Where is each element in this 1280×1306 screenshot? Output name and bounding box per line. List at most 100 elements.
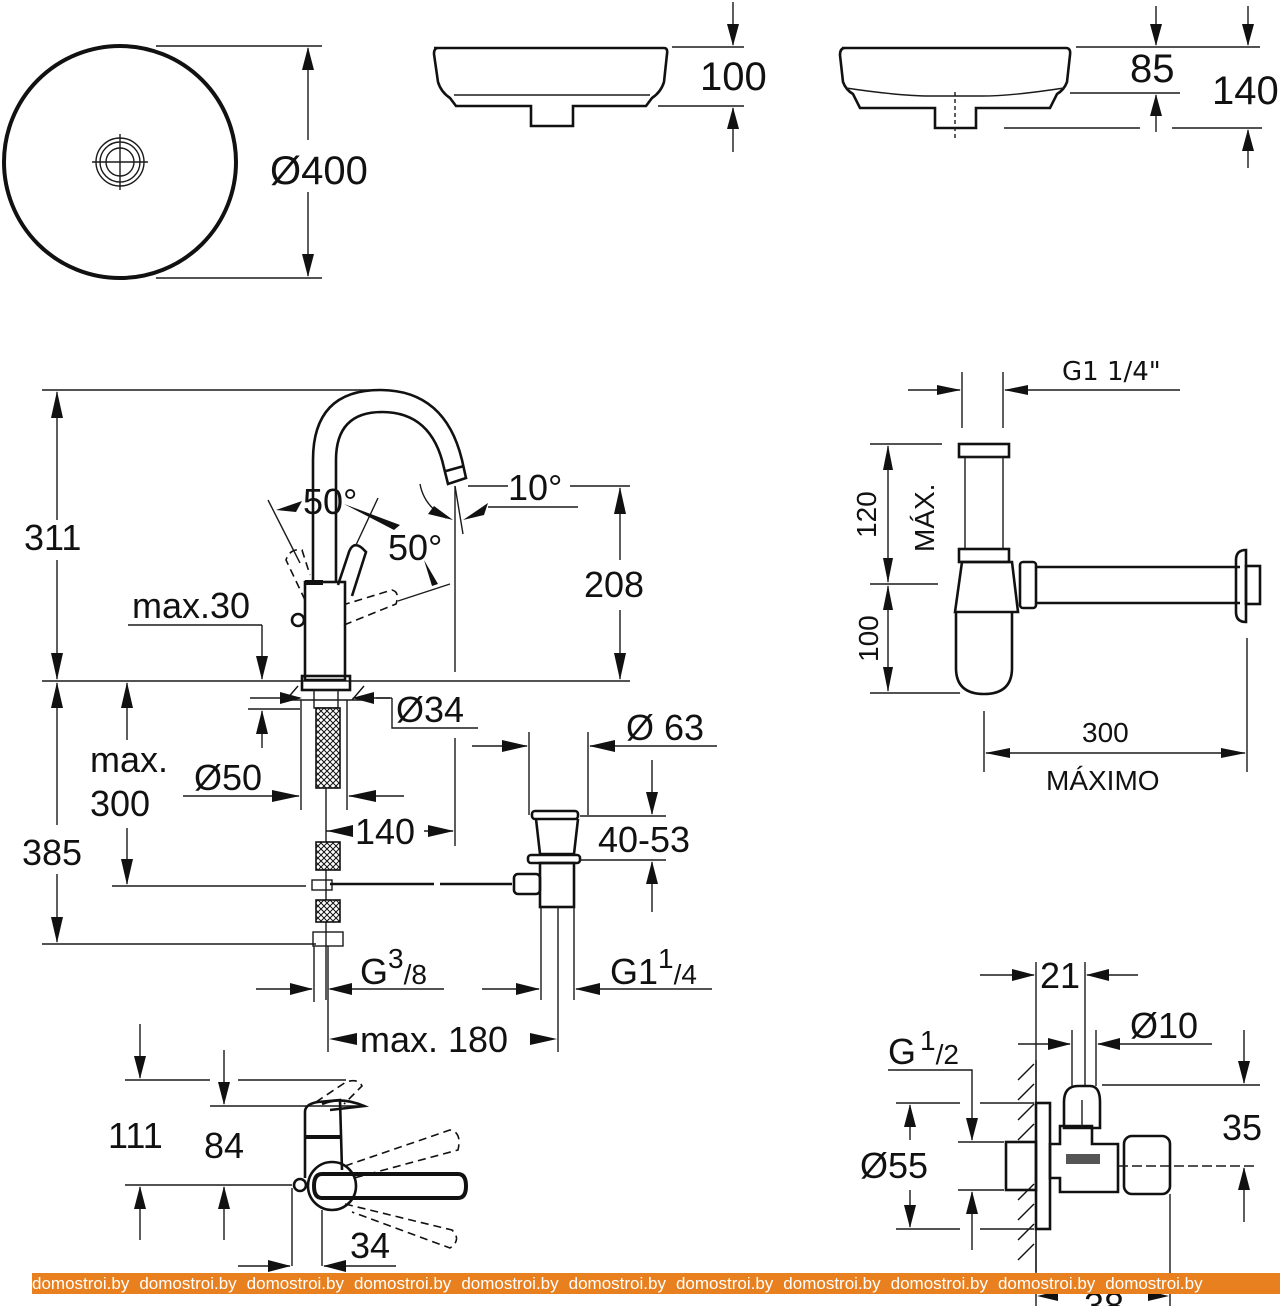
siphon-riser: [964, 456, 1004, 550]
lever-arm: [311, 1172, 469, 1200]
arrow-up-icon: [883, 585, 893, 610]
lever-offset-label: 34: [350, 1225, 390, 1266]
arrow-left-icon: [323, 1260, 346, 1272]
lever-top: [321, 1099, 370, 1112]
wall-hatch: [1017, 1063, 1035, 1261]
basin-side-view-1: 100: [432, 2, 767, 152]
lever-height-label-2: 84: [204, 1125, 244, 1166]
arrow-up-icon: [883, 445, 893, 470]
wall-rosette: [1034, 1101, 1052, 1231]
lever-raised-position: [315, 1079, 363, 1105]
basin-total-height-label: 140: [1212, 69, 1279, 113]
drain-symbol-icon: [92, 134, 148, 190]
wall-flange-plate: [1244, 564, 1262, 606]
spout-tilt-line: [454, 485, 464, 535]
siphon-lower-height-label: 100: [853, 615, 884, 662]
outlet-nut: [1122, 1134, 1172, 1196]
lever-height-label-1: 111: [108, 1115, 163, 1156]
arrow-down-icon: [883, 558, 893, 583]
drain-diameter-label: Ø 63: [626, 707, 704, 748]
angle-line: [355, 497, 379, 546]
connection-left-sub: /8: [404, 959, 427, 990]
arrow-right-icon: [280, 692, 302, 704]
supply-hose-upper: [315, 707, 341, 789]
basin-side-outline: [432, 46, 669, 128]
arrow-right-icon: [530, 1033, 557, 1045]
drain-body: [534, 818, 580, 856]
rod-coupling: [512, 872, 542, 896]
arrow-down-icon: [1150, 24, 1162, 46]
watermark-text: domostroi.by: [783, 1274, 881, 1293]
drain-cap: [530, 809, 580, 821]
arrow-up-icon: [966, 1191, 978, 1214]
base-diameter-label: Ø50: [194, 757, 262, 798]
watermark-banner: domostroi.by domostroi.by domostroi.by domo…: [32, 1273, 1280, 1294]
pivot-knob: [292, 1177, 308, 1193]
faucet-height-label: 311: [24, 517, 81, 558]
arrow-right-icon: [290, 983, 313, 995]
siphon-upper-height-label: 120: [851, 491, 882, 538]
arrow-up-icon: [1150, 94, 1162, 116]
lever-position-left: [285, 548, 311, 601]
drain-offset-label: 140: [355, 811, 415, 852]
basin-side-view-2: 85 140: [838, 6, 1279, 168]
lever-angle-left-label: 50°: [303, 481, 357, 522]
spout-outline: [311, 388, 468, 582]
arrow-down-icon: [646, 792, 658, 815]
body-top-band: [305, 580, 323, 585]
arrow-icon: [344, 504, 400, 530]
arrow-up-icon: [256, 710, 268, 734]
basin-outline: [2, 44, 238, 280]
siphon-view: G1 1/4" 120 MÁX. 100 300 MÁXIMO: [851, 357, 1262, 796]
siphon-mid-nut: [957, 547, 1011, 564]
arrow-down-icon: [51, 653, 63, 680]
mounting-flange: [300, 674, 352, 692]
spout-angle-label: 10°: [508, 467, 562, 508]
faucet-side-view: 311 50° 50° 10°: [22, 388, 717, 1060]
arrow-left-icon: [1004, 385, 1028, 395]
lever-position-right: [343, 589, 399, 626]
arrow-left-icon: [1086, 969, 1109, 981]
hose-nut: [312, 931, 344, 947]
arrow-icon: [463, 503, 488, 520]
rod-length-label: max. 180: [360, 1019, 508, 1060]
angle-valve-view: 21 Ø10: [860, 955, 1262, 1306]
arrow-up-icon: [727, 107, 739, 129]
valve-thread-sub: /2: [936, 1039, 959, 1070]
arrow-right-icon: [516, 983, 540, 995]
arrow-up-icon: [134, 1186, 146, 1209]
arrow-up-icon: [904, 1104, 916, 1127]
arrow-down-icon: [614, 653, 626, 680]
hose-segment: [315, 841, 341, 871]
valve-offset-label: 21: [1040, 955, 1080, 996]
arrow-down-icon: [1242, 24, 1254, 46]
max-below-label-2: 300: [90, 783, 150, 824]
watermark-text: domostroi.by: [890, 1274, 988, 1293]
lever-pivot-ring: [306, 1160, 358, 1212]
watermark-text: domostroi.by: [568, 1274, 666, 1293]
watermark-text: domostroi.by: [997, 1274, 1096, 1293]
angle-line: [267, 499, 301, 564]
connection-right-sub: /4: [674, 959, 697, 990]
drain-lower-body: [538, 861, 576, 909]
watermark-text: domostroi.by: [461, 1274, 559, 1293]
arrow-left-icon: [348, 790, 376, 802]
arrow-left-icon: [327, 825, 353, 837]
valve-thread-main: G: [888, 1031, 916, 1072]
max-thickness-label: max.30: [132, 585, 250, 626]
arrow-right-icon: [1012, 969, 1035, 981]
siphon-bowl: [953, 560, 1020, 614]
connection-right-label: G11/4: [610, 943, 697, 992]
connection-left-main: G: [360, 951, 388, 992]
arrow-up-icon: [302, 47, 314, 70]
arrow-right-icon: [1221, 748, 1246, 758]
lever-top-view: 111 84 34: [108, 1024, 469, 1272]
faucet-body: [303, 580, 347, 682]
inlet-thread: [1004, 1140, 1038, 1192]
arrow-left-icon: [352, 692, 374, 704]
connection-left-sup: 3: [388, 943, 404, 974]
valve-thread-sup: 1: [920, 1025, 936, 1056]
spout-height-label: 208: [584, 564, 644, 605]
watermark-text: domostroi.by: [139, 1274, 237, 1293]
